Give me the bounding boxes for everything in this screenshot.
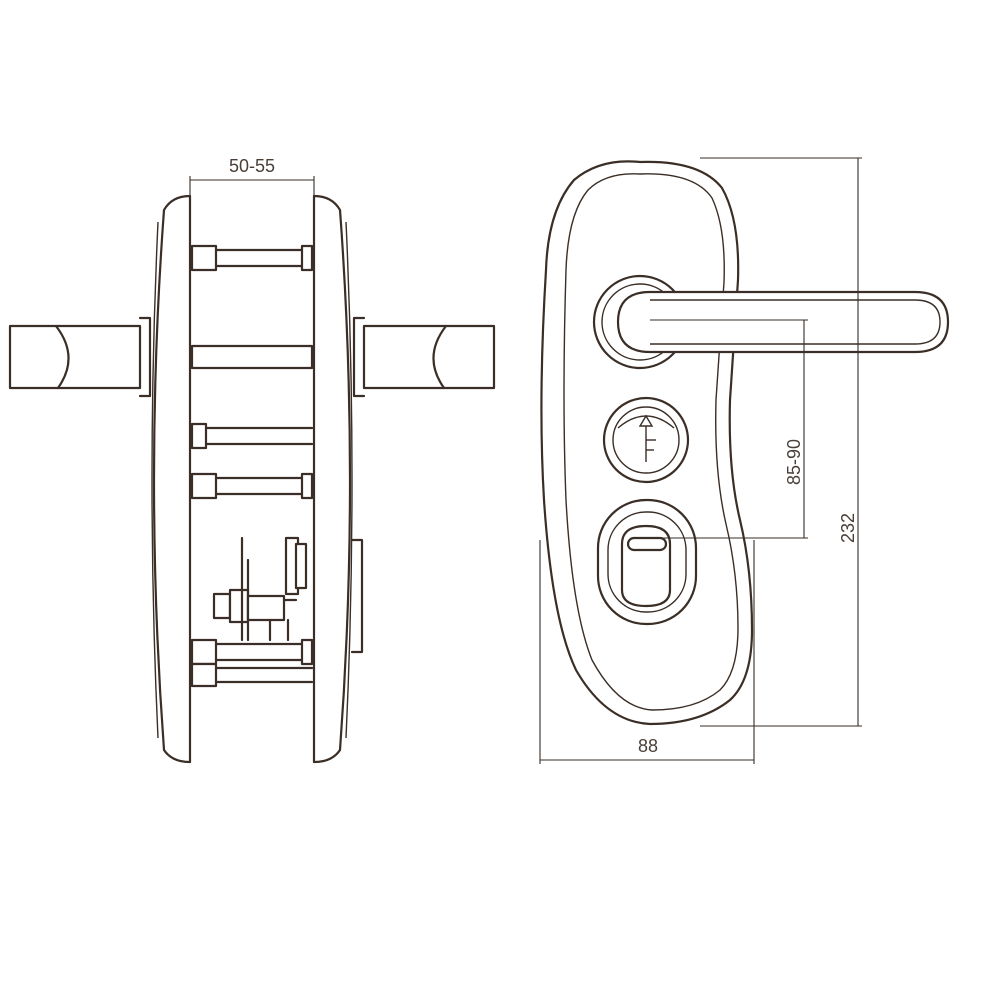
front-escutcheon-plate (540, 160, 754, 726)
cylinder-mechanism (212, 536, 308, 642)
handle-offset-dimension: 85-90 (650, 319, 808, 539)
cylinder-slot-icon (626, 536, 668, 552)
left-escutcheon-plate (152, 194, 192, 764)
left-handle (8, 316, 152, 398)
door-thickness-label: 50-55 (229, 156, 275, 176)
cylinder-cover (596, 498, 698, 626)
front-view: 85-90 232 88 (539, 157, 950, 764)
right-escutcheon-plate (312, 194, 352, 764)
width-label: 88 (638, 736, 658, 756)
connecting-bolts (190, 244, 314, 688)
handle-offset-label: 85-90 (784, 439, 804, 485)
height-dimension: 232 (700, 157, 862, 727)
brand-logo-medallion (602, 396, 690, 484)
door-thickness-dimension: 50-55 (189, 156, 315, 196)
height-label: 232 (838, 513, 858, 543)
side-view: 50-55 (8, 156, 496, 764)
lever-handle (616, 290, 950, 354)
width-dimension: 88 (539, 540, 755, 764)
cylinder-guard (350, 538, 364, 654)
right-handle (352, 316, 496, 398)
